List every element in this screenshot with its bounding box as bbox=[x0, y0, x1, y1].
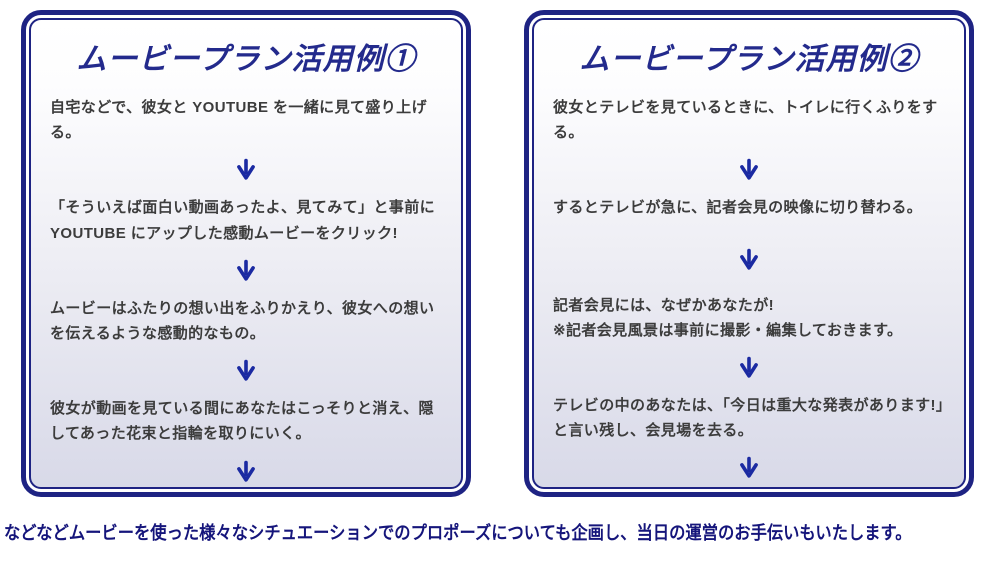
down-arrow-icon bbox=[740, 159, 758, 181]
example-panel-2-body: ムービープラン活用例② 彼女とテレビを見ているときに、トイレに行くふりをする。 … bbox=[532, 18, 966, 489]
panel-2-step-3: 記者会見には、なぜかあなたが! ※記者会見風景は事前に撮影・編集しておきます。 bbox=[553, 296, 903, 339]
example-panel-1: ムービープラン活用例① 自宅などで、彼女と YOUTUBE を一緒に見て盛り上げ… bbox=[21, 10, 471, 497]
down-arrow-icon bbox=[237, 460, 255, 482]
panel-1-step-1: 自宅などで、彼女と YOUTUBE を一緒に見て盛り上げる。 bbox=[50, 99, 427, 142]
example-panel-1-body: ムービープラン活用例① 自宅などで、彼女と YOUTUBE を一緒に見て盛り上げ… bbox=[29, 18, 463, 489]
down-arrow-icon bbox=[237, 359, 255, 381]
down-arrow-icon bbox=[237, 259, 255, 281]
down-arrow-icon bbox=[740, 457, 758, 478]
down-arrow-icon bbox=[740, 356, 758, 378]
down-arrow-icon bbox=[740, 248, 758, 270]
panel-1-step-4: 彼女が動画を見ている間にあなたはこっそりと消え、隠してあった花束と指輪を取りにい… bbox=[50, 400, 434, 443]
example-panel-2: ムービープラン活用例② 彼女とテレビを見ているときに、トイレに行くふりをする。 … bbox=[524, 10, 974, 497]
panel-1-step-2: 「そういえば面白い動画あったよ、見てみて」と事前に YOUTUBE にアップした… bbox=[50, 199, 436, 242]
panel-2-title: ムービープラン活用例② bbox=[579, 43, 919, 76]
panel-2-step-1: 彼女とテレビを見ているときに、トイレに行くふりをする。 bbox=[553, 99, 938, 142]
panel-1-step-3: ムービーはふたりの想い出をふりかえり、彼女への想いを伝えるような感動的なもの。 bbox=[50, 299, 435, 342]
footer-note: などなどムービーを使った様々なシチュエーションでのプロポーズについても企画し、当… bbox=[4, 523, 912, 543]
panel-2-step-2: するとテレビが急に、記者会見の映像に切り替わる。 bbox=[553, 199, 923, 217]
panel-1-title: ムービープラン活用例① bbox=[76, 43, 416, 76]
down-arrow-icon bbox=[237, 159, 255, 181]
panel-2-step-4: テレビの中のあなたは、「今日は重大な発表があります!」と言い残し、会見場を去る。 bbox=[553, 396, 944, 440]
